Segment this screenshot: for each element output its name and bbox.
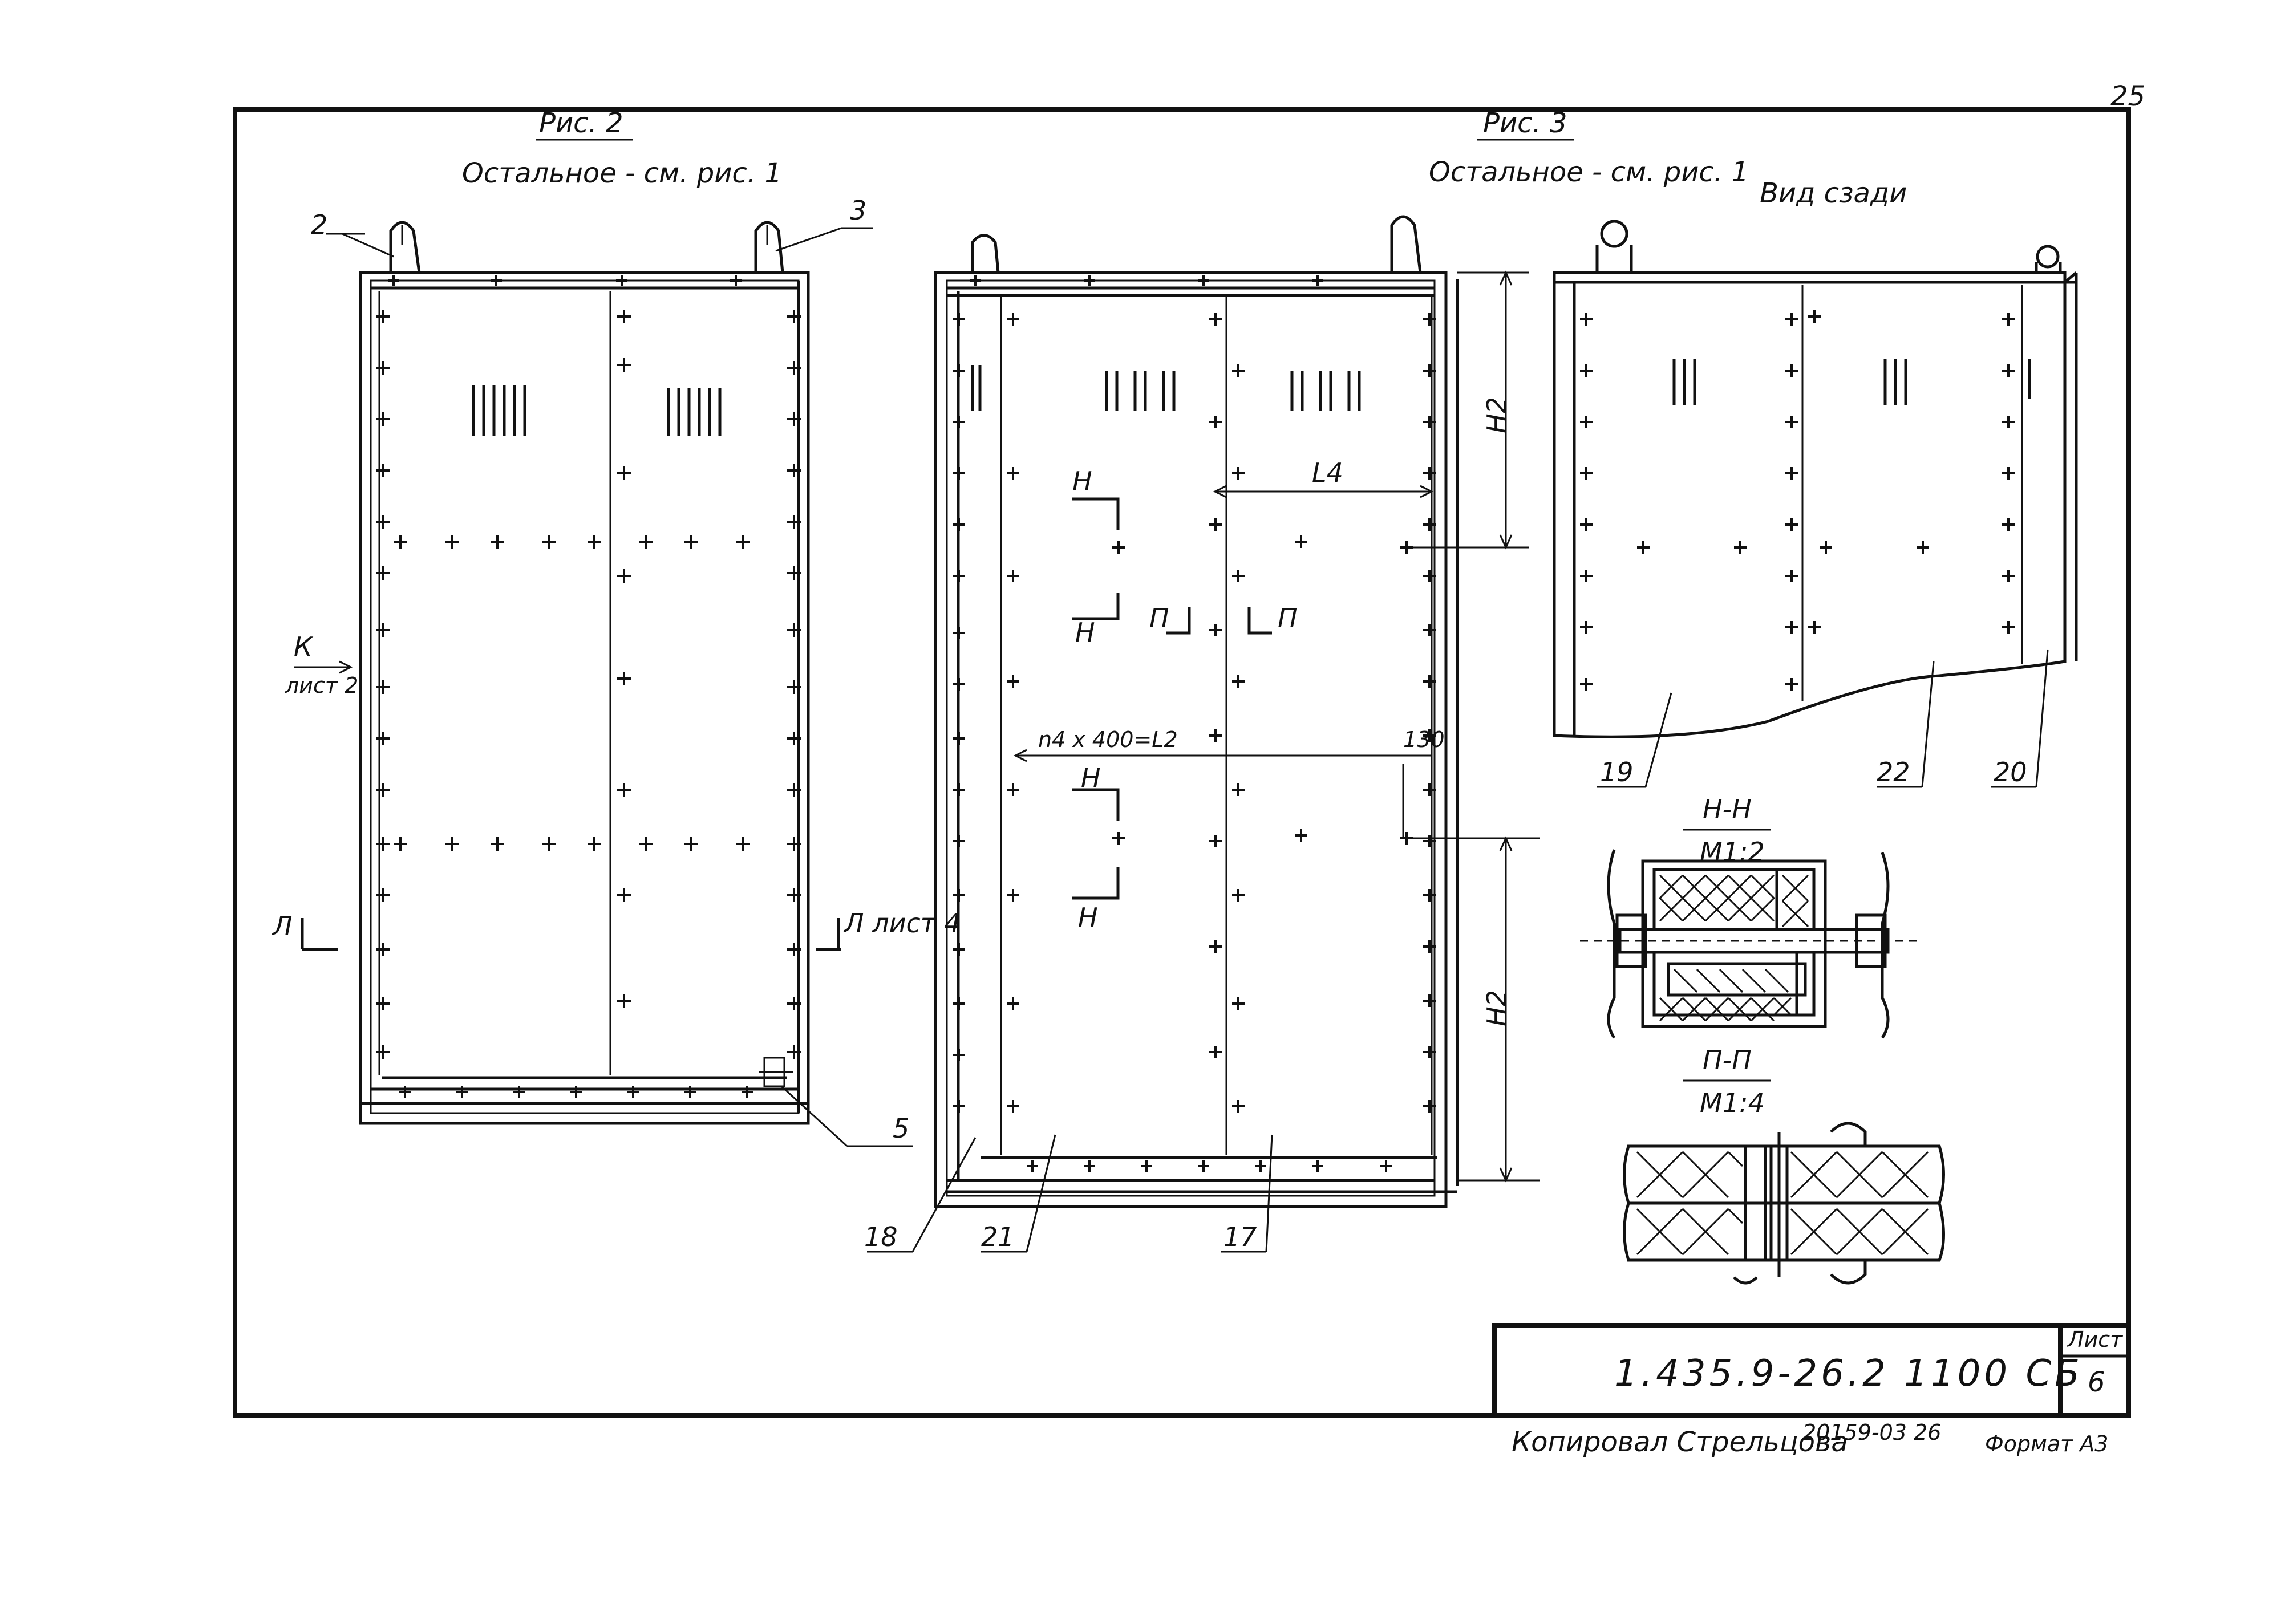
- callout-20: 20: [1994, 757, 2027, 787]
- figure-3: Рис. 3 Остальное - см. рис. 1 Вид сзади: [864, 107, 2078, 1253]
- figure-3-title: Рис. 3: [1483, 107, 1567, 139]
- callout-19: 19: [1600, 757, 1634, 787]
- section-marks-fig3: [1072, 497, 1272, 900]
- section-hh-scale: М1:2: [1700, 837, 1765, 867]
- section-hh: Н-Н М1:2: [1580, 794, 1922, 1039]
- dim-130: 130: [1403, 727, 1445, 752]
- dim-h2-bottom: Н2: [1481, 990, 1512, 1026]
- footer-order: 20159-03 26: [1802, 1420, 1941, 1445]
- front-panel-outline: [934, 271, 1448, 1208]
- section-mark-p1: П: [1149, 603, 1169, 634]
- lifting-lug-right: [754, 221, 784, 273]
- section-mark-h3: Н: [1081, 762, 1101, 793]
- page-number: 25: [2110, 80, 2145, 112]
- figure-2: Рис. 2 Остальное - см. рис. 1: [272, 107, 961, 1147]
- footer-copied-by: Копировал Стрельцова: [1512, 1426, 1848, 1458]
- rivets-fig2: [376, 275, 801, 1098]
- dim-h2-top: Н2: [1481, 397, 1512, 433]
- lifting-lug-left: [389, 221, 421, 273]
- figure-2-title: Рис. 2: [539, 107, 623, 139]
- section-mark-h4: Н: [1078, 902, 1098, 933]
- lifting-lug-fig3-right: [1390, 215, 1422, 273]
- vent-slots-right: [667, 388, 722, 436]
- callout-18: 18: [864, 1221, 898, 1252]
- section-mark-l-left: Л: [272, 911, 293, 941]
- section-pp-scale: М1:4: [1700, 1087, 1765, 1118]
- section-mark-h1: Н: [1072, 466, 1092, 497]
- callout-5: 5: [893, 1113, 909, 1144]
- sheet-frame: [233, 107, 2131, 1418]
- sheet-label: Лист: [2067, 1327, 2124, 1352]
- section-mark-k: К: [294, 631, 314, 662]
- section-mark-p2: П: [1278, 603, 1298, 634]
- rivets-fig3: [953, 275, 1436, 1172]
- figure-3-subtitle: Остальное - см. рис. 1: [1429, 156, 1749, 188]
- section-mark-l-right: Л лист 4: [843, 908, 961, 939]
- callout-3: 3: [850, 195, 866, 226]
- sheet-number: 6: [2088, 1366, 2105, 1398]
- section-pp-title: П-П: [1703, 1045, 1752, 1075]
- back-view-label: Вид сзади: [1760, 177, 1907, 209]
- section-mark-h2: Н: [1075, 617, 1095, 648]
- section-pp: П-П М1:4: [1623, 1045, 1945, 1285]
- title-block: 1.435.9-26.2 1100 СБ Лист 6: [1492, 1323, 2131, 1418]
- panel-outline: [359, 271, 810, 1125]
- back-view: 19 22 20: [1553, 220, 2078, 788]
- vent-slots-fig3: [971, 365, 1361, 411]
- dim-formula: n4 x 400=L2: [1038, 727, 1178, 752]
- callout-2: 2: [311, 209, 327, 240]
- callout-21: 21: [981, 1221, 1015, 1252]
- dim-l4: L4: [1312, 457, 1343, 488]
- section-hh-title: Н-Н: [1703, 794, 1752, 825]
- section-mark-k-sheet: лист 2: [285, 673, 358, 698]
- vent-slots-left: [472, 385, 526, 436]
- callout-22: 22: [1877, 757, 1910, 787]
- footer-format: Формат А3: [1985, 1431, 2108, 1456]
- callout-17: 17: [1223, 1221, 1257, 1252]
- lifting-lug-fig3-left: [971, 234, 1000, 273]
- drawing-code: 1.435.9-26.2 1100 СБ: [1614, 1353, 2083, 1395]
- figure-2-subtitle: Остальное - см. рис. 1: [462, 157, 782, 189]
